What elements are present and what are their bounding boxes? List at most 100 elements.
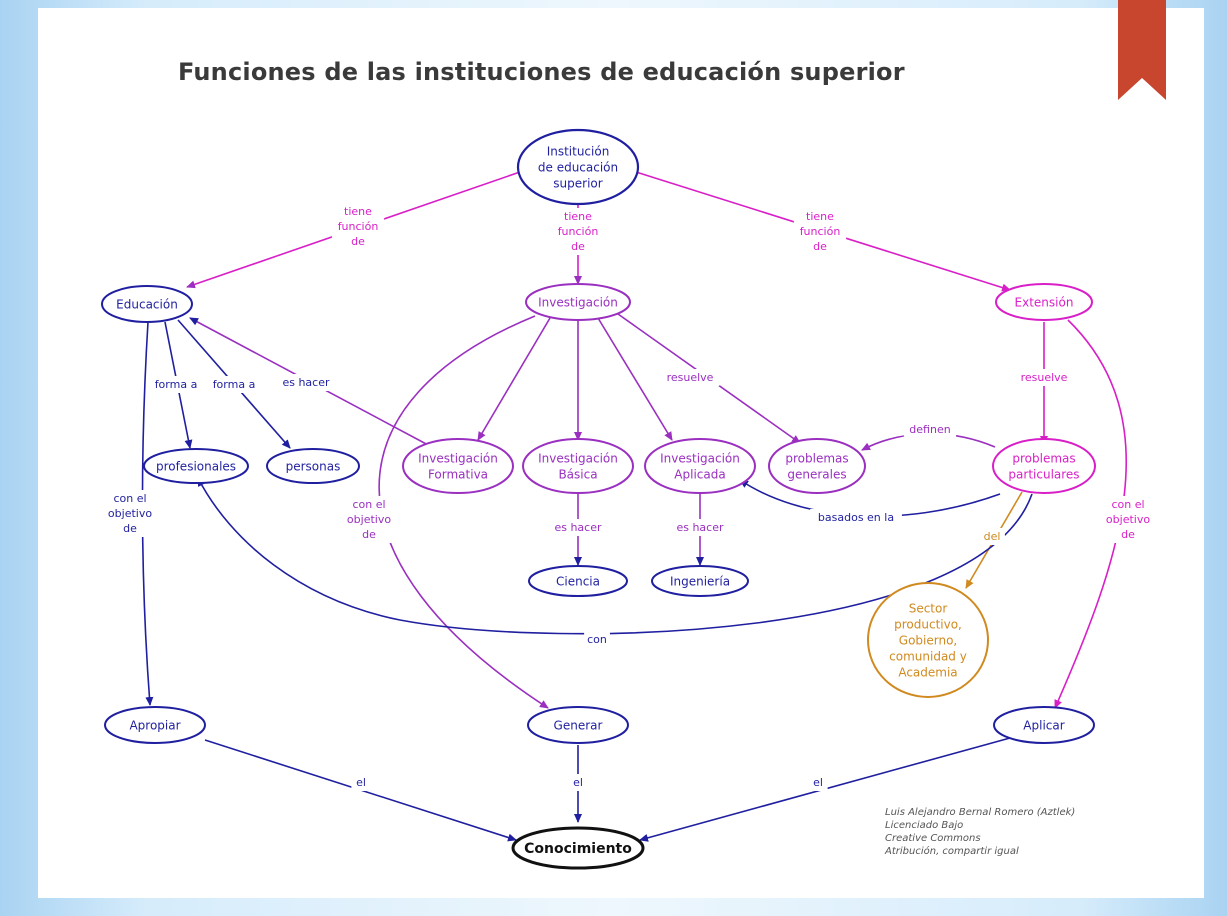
- link-label-del: del: [979, 528, 1005, 545]
- node-label: Investigación: [418, 451, 498, 465]
- node-generar: Generar: [527, 706, 629, 744]
- bookmark-ribbon-icon: [1118, 0, 1166, 100]
- node-label: Extensión: [1015, 295, 1074, 309]
- node-label: comunidad y: [889, 649, 967, 663]
- node-ingenieria: Ingeniería: [651, 565, 749, 597]
- node-label: Investigación: [538, 451, 618, 465]
- credit-license: Licenciado Bajo: [885, 820, 964, 831]
- link-label-text: con el: [113, 492, 146, 505]
- link-label-bg: [548, 519, 608, 536]
- link-label-con: con: [584, 631, 610, 648]
- node-ellipse: [992, 438, 1096, 494]
- edge-inv-aplicada: [597, 317, 673, 441]
- link-label-text: con: [587, 633, 607, 646]
- node-label: superior: [553, 176, 602, 190]
- node-label: Ingeniería: [670, 574, 730, 588]
- node-label: problemas: [785, 451, 848, 465]
- link-label-text: de: [351, 235, 365, 248]
- link-label-text: resuelve: [667, 371, 714, 384]
- link-label-text: del: [984, 530, 1001, 543]
- link-label-bg: [331, 203, 385, 250]
- node-label: Formativa: [428, 467, 488, 481]
- link-label-text: con el: [1111, 498, 1144, 511]
- node-ellipse: [528, 565, 628, 597]
- link-label-text: es hacer: [554, 521, 602, 534]
- credit-author: Luis Alejandro Bernal Romero (Aztlek): [885, 807, 1076, 818]
- link-label-text: función: [558, 225, 599, 238]
- credits: Luis Alejandro Bernal Romero (Aztlek) Li…: [885, 806, 1075, 858]
- node-ellipse: [143, 448, 249, 484]
- edge-part-profesionales: [197, 477, 1033, 635]
- link-label-bg: [793, 208, 847, 255]
- link-label-bg: [1014, 369, 1074, 386]
- node-extension: Extensión: [995, 283, 1093, 321]
- link-label-bg: [551, 208, 605, 255]
- link-label-bg: [810, 509, 902, 526]
- node-personas: personas: [266, 448, 360, 484]
- node-label: generales: [787, 467, 846, 481]
- node-label: Aplicar: [1023, 718, 1064, 732]
- link-label-bg: [207, 376, 261, 393]
- link-label-text: el: [356, 776, 366, 789]
- node-label: Gobierno,: [899, 633, 957, 647]
- node-label: Investigación: [660, 451, 740, 465]
- node-label: Ciencia: [556, 574, 600, 588]
- link-label-text: de: [813, 240, 827, 253]
- link-label-text: el: [813, 776, 823, 789]
- node-ellipse: [402, 438, 514, 494]
- link-label-text: tiene: [344, 205, 372, 218]
- credit-terms: Atribución, compartir igual: [885, 846, 1019, 857]
- node-ellipse: [995, 283, 1093, 321]
- link-label-es-hacer-3: es hacer: [670, 519, 730, 536]
- node-label: Investigación: [538, 295, 618, 309]
- node-label: Sector: [909, 601, 948, 615]
- node-label: Conocimiento: [524, 841, 632, 857]
- link-label-text: función: [800, 225, 841, 238]
- node-ellipse: [993, 706, 1095, 744]
- link-label-text: con el: [352, 498, 385, 511]
- node-aplicar: Aplicar: [993, 706, 1095, 744]
- node-ellipse: [266, 448, 360, 484]
- node-label: particulares: [1008, 467, 1079, 481]
- link-label-text: objetivo: [347, 513, 391, 526]
- link-label-text: función: [338, 220, 379, 233]
- node-ellipse: [651, 565, 749, 597]
- node-ellipse: [516, 128, 640, 206]
- node-investigacion: Investigación: [525, 283, 631, 321]
- link-label-bg: [979, 528, 1005, 545]
- link-label-text: objetivo: [1106, 513, 1150, 526]
- link-label-tiene-funcion-1: tiene función de: [331, 203, 385, 250]
- node-label: Aplicada: [674, 467, 725, 481]
- link-label-bg: [670, 519, 730, 536]
- node-ellipse: [104, 706, 206, 744]
- link-label-text: de: [571, 240, 585, 253]
- node-ellipse: [867, 582, 989, 698]
- link-label-bg: [568, 774, 588, 791]
- node-label: Básica: [558, 467, 597, 481]
- node-conocimiento: Conocimiento: [511, 826, 645, 870]
- link-label-el-1: el: [351, 774, 371, 791]
- node-ellipse: [525, 283, 631, 321]
- link-label-text: de: [1121, 528, 1135, 541]
- node-label: Apropiar: [129, 718, 180, 732]
- node-label: profesionales: [156, 459, 236, 473]
- node-label: Educación: [116, 297, 178, 311]
- link-label-el-2: el: [568, 774, 588, 791]
- edge-inv-generar: [378, 315, 549, 709]
- link-label-bg: [339, 496, 399, 543]
- link-label-es-hacer-2: es hacer: [548, 519, 608, 536]
- node-ciencia: Ciencia: [528, 565, 628, 597]
- link-label-bg: [903, 421, 957, 438]
- link-label-con-objetivo-3: con el objetivo de: [1098, 496, 1158, 543]
- node-ellipse: [527, 706, 629, 744]
- node-prob-generales: problemas generales: [768, 438, 866, 494]
- link-label-text: es hacer: [282, 376, 330, 389]
